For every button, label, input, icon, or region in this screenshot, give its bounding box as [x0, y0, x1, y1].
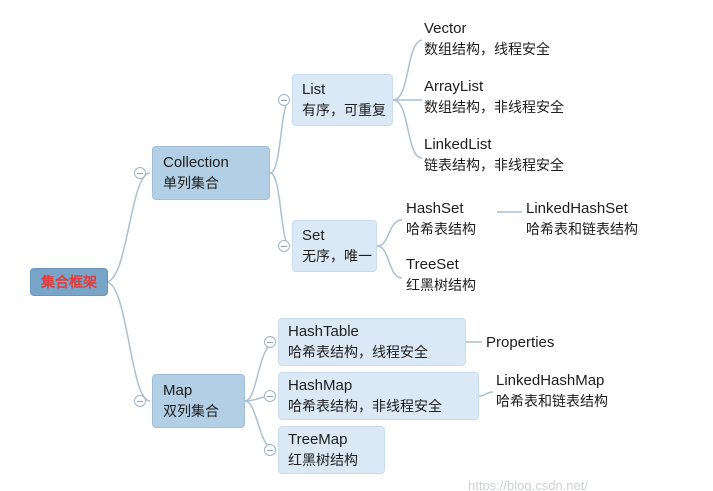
node-treeset-title: TreeSet: [406, 256, 459, 273]
node-hashset[interactable]: HashSet 哈希表结构: [406, 198, 476, 240]
node-linkedhashset[interactable]: LinkedHashSet 哈希表和链表结构: [526, 198, 638, 240]
collapse-handle-list[interactable]: [278, 94, 290, 106]
link-root-collection: [105, 172, 151, 283]
collapse-handle-collection[interactable]: [134, 167, 146, 179]
node-properties-title: Properties: [486, 334, 555, 351]
node-linkedlist-title: LinkedList: [424, 136, 492, 153]
node-collection-title: Collection: [163, 154, 229, 171]
node-treeset[interactable]: TreeSet 红黑树结构: [406, 254, 476, 296]
node-hashset-title: HashSet: [406, 200, 464, 217]
node-linkedhashmap-title: LinkedHashMap: [496, 372, 605, 389]
node-collection-subtitle: 单列集合: [163, 175, 219, 191]
node-set-subtitle: 无序，唯一: [302, 248, 372, 264]
link-root-map: [105, 281, 151, 402]
link-map-treemap: [244, 400, 277, 451]
collapse-handle-map[interactable]: [134, 395, 146, 407]
link-collection-list: [269, 99, 291, 174]
node-treemap-subtitle: 红黑树结构: [288, 452, 358, 468]
node-arraylist[interactable]: ArrayList 数组结构，非线程安全: [424, 76, 564, 118]
node-hashmap-title: HashMap: [288, 377, 353, 394]
link-hashmap-linkedhashmap: [478, 391, 494, 397]
node-hashmap-subtitle: 哈希表结构，非线程安全: [288, 398, 442, 414]
node-arraylist-title: ArrayList: [424, 78, 484, 95]
node-root[interactable]: 集合框架: [30, 268, 108, 296]
node-set-title: Set: [302, 227, 325, 244]
node-list-title: List: [302, 81, 326, 98]
node-map[interactable]: Map 双列集合: [152, 374, 245, 428]
node-map-subtitle: 双列集合: [163, 403, 219, 419]
collapse-handle-hashtable[interactable]: [264, 336, 276, 348]
link-list-vector: [392, 39, 423, 101]
node-hashset-subtitle: 哈希表结构: [406, 221, 476, 237]
node-set[interactable]: Set 无序，唯一: [292, 220, 377, 272]
node-vector[interactable]: Vector 数组结构，线程安全: [424, 18, 550, 60]
node-list-subtitle: 有序，可重复: [302, 102, 386, 118]
node-treemap-title: TreeMap: [288, 431, 348, 448]
link-set-hashset: [376, 219, 403, 247]
node-properties[interactable]: Properties: [486, 332, 554, 353]
collapse-handle-hashmap[interactable]: [264, 390, 276, 402]
node-linkedlist[interactable]: LinkedList 链表结构，非线程安全: [424, 134, 564, 176]
node-linkedhashmap[interactable]: LinkedHashMap 哈希表和链表结构: [496, 370, 608, 412]
node-linkedhashmap-subtitle: 哈希表和链表结构: [496, 393, 608, 409]
watermark-text: https://blog.csdn.net/: [468, 478, 588, 491]
node-vector-title: Vector: [424, 20, 467, 37]
collapse-handle-set[interactable]: [278, 240, 290, 252]
node-treemap[interactable]: TreeMap 红黑树结构: [278, 426, 385, 474]
node-arraylist-subtitle: 数组结构，非线程安全: [424, 99, 564, 115]
node-root-label: 集合框架: [41, 273, 97, 290]
node-map-title: Map: [163, 382, 193, 399]
node-linkedhashset-subtitle: 哈希表和链表结构: [526, 221, 638, 237]
node-hashtable[interactable]: HashTable 哈希表结构，线程安全: [278, 318, 466, 366]
node-linkedhashset-title: LinkedHashSet: [526, 200, 628, 217]
node-treeset-subtitle: 红黑树结构: [406, 277, 476, 293]
link-collection-set: [269, 172, 291, 247]
link-set-treeset: [376, 245, 403, 279]
node-linkedlist-subtitle: 链表结构，非线程安全: [424, 157, 564, 173]
node-hashtable-title: HashTable: [288, 323, 359, 340]
node-vector-subtitle: 数组结构，线程安全: [424, 41, 550, 57]
node-collection[interactable]: Collection 单列集合: [152, 146, 270, 200]
node-hashmap[interactable]: HashMap 哈希表结构，非线程安全: [278, 372, 479, 420]
node-list[interactable]: List 有序，可重复: [292, 74, 393, 126]
link-list-linkedlist: [392, 99, 423, 159]
node-hashtable-subtitle: 哈希表结构，线程安全: [288, 344, 428, 360]
collapse-handle-treemap[interactable]: [264, 444, 276, 456]
